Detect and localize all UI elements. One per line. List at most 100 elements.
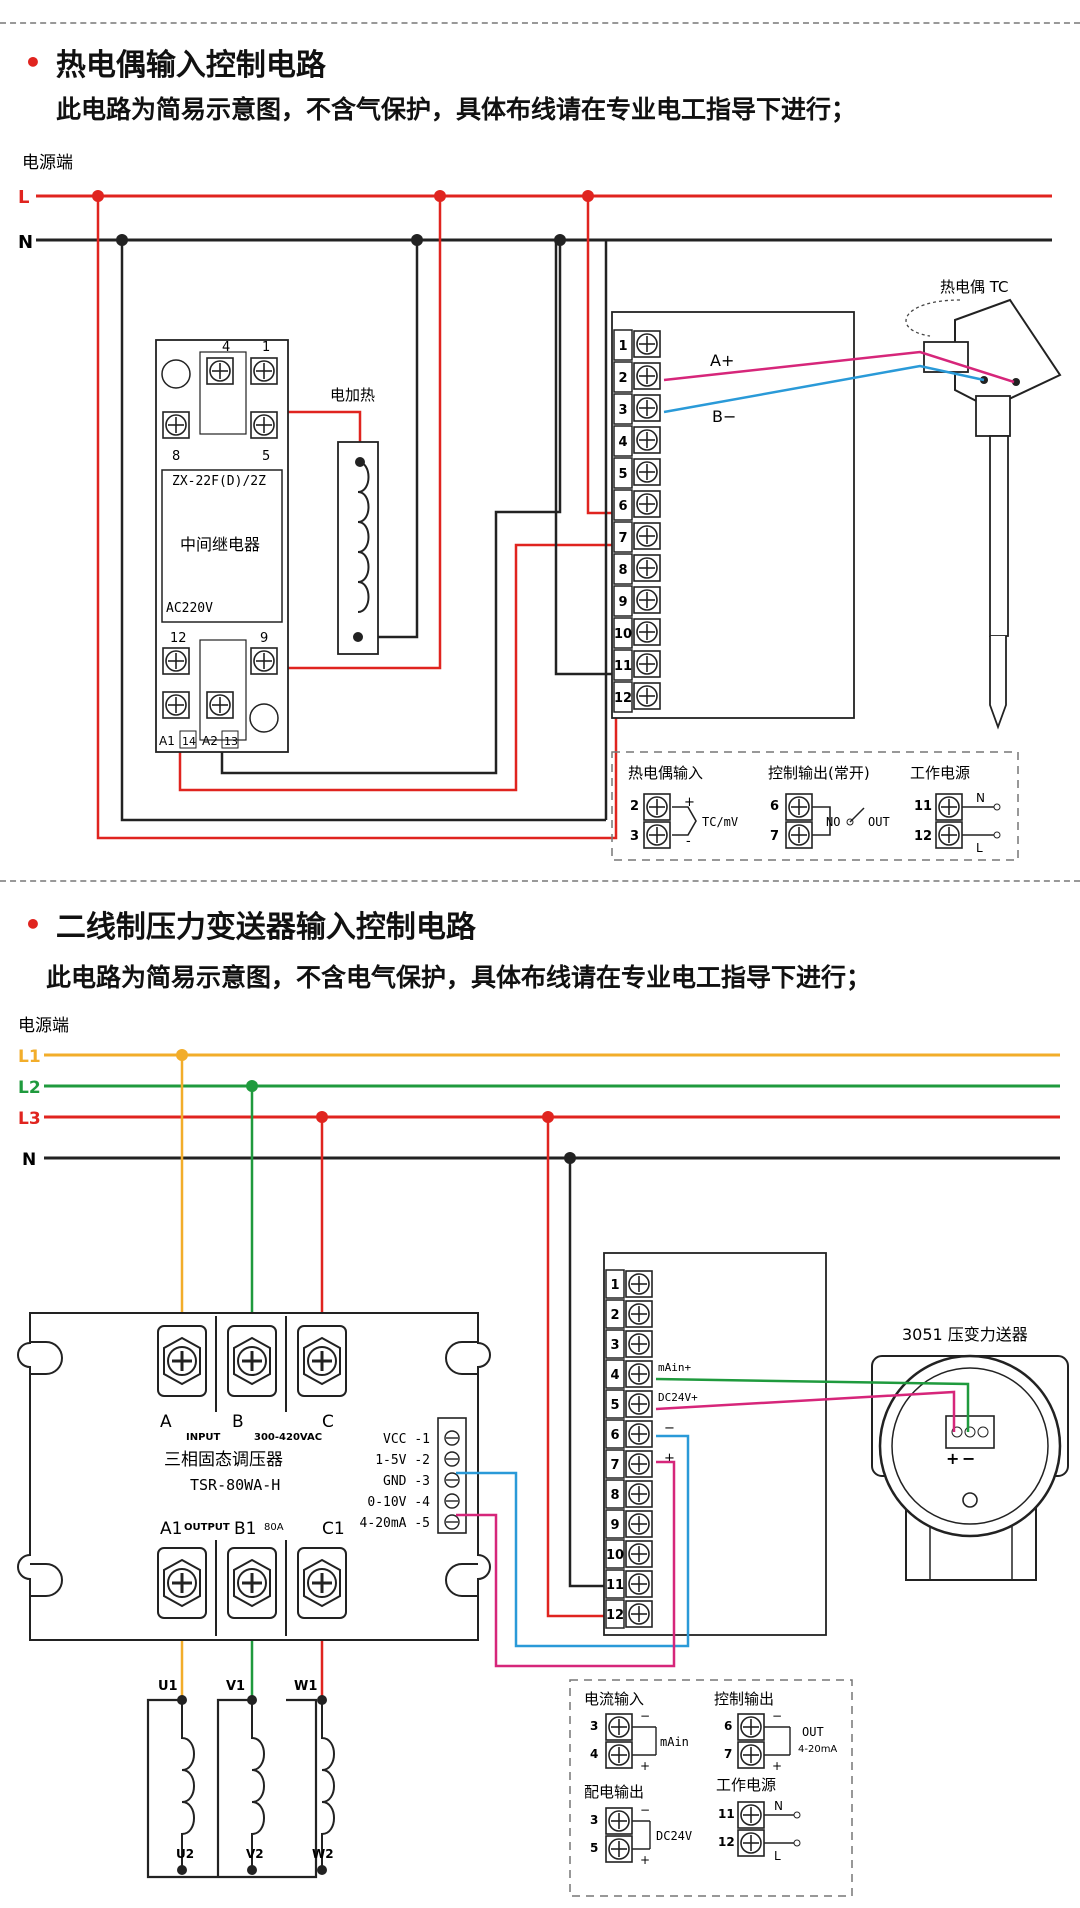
- terminal-screw-icon: [633, 522, 661, 550]
- terminal-number: 1: [618, 339, 627, 354]
- terminal-number: 4: [618, 435, 627, 450]
- load-coils: U1 V1 W1 U2 V2 W2: [146, 1679, 335, 1879]
- heater-label: 电加热: [330, 386, 375, 404]
- wire-b-label: B−: [712, 407, 736, 426]
- ssr-signal-label: VCC -1: [383, 1432, 430, 1447]
- legend2-plus-b: +: [772, 1759, 782, 1773]
- middle-divider: [0, 880, 1080, 882]
- terminal-number: 12: [614, 691, 632, 706]
- relay-pin-5: 5: [262, 449, 270, 464]
- legend-t11: 11: [914, 799, 932, 814]
- ssr: A B C INPUT 300-420VAC 三相固态调压器 TSR-80WA-…: [17, 1312, 491, 1641]
- legend2-current-input: 电流输入: [584, 1690, 644, 1708]
- ssr-name: 三相固态调压器: [164, 1450, 283, 1470]
- ssr-signal-label: 0-10V -4: [367, 1495, 430, 1510]
- relay-name: 中间继电器: [180, 535, 260, 554]
- terminal-box: [613, 681, 633, 713]
- thermocouple: 热电偶 TC: [905, 278, 1062, 730]
- terminal-number: 6: [610, 1428, 619, 1443]
- terminal-number: 1: [610, 1278, 619, 1293]
- terminal-box: [613, 521, 633, 553]
- terminal-screw-icon: [625, 1480, 653, 1508]
- terminal-screw-icon: [633, 490, 661, 518]
- legend2-t6: 6: [724, 1719, 732, 1733]
- load-u2: U2: [176, 1847, 194, 1861]
- terminal-box: [605, 1449, 625, 1479]
- signal-screw-icon: [444, 1451, 460, 1467]
- bullet-dot-icon: •: [24, 907, 42, 941]
- signal-screw-icon: [444, 1493, 460, 1509]
- junction-dots-2: [176, 1049, 576, 1164]
- section1-title-text: 热电偶输入控制电路: [55, 48, 326, 83]
- load-w2: W2: [312, 1847, 334, 1861]
- section1-title: • 热电偶输入控制电路: [24, 40, 326, 84]
- relay-pin-A2: A2: [202, 734, 218, 748]
- legend-2: 电流输入 控制输出 配电输出 工作电源 3 4 − + mAin 6 7 − +…: [569, 1679, 853, 1897]
- relay-model: ZX-22F(D)/2Z: [172, 474, 266, 489]
- terminal-number: 8: [610, 1488, 619, 1503]
- signal-screw-icon: [444, 1430, 460, 1446]
- relay-pin-4: 4: [222, 340, 230, 355]
- legend2-power: 工作电源: [716, 1776, 776, 1794]
- terminal-box: [613, 585, 633, 617]
- terminal-number: 3: [618, 403, 627, 418]
- terminal-screw-icon: [633, 426, 661, 454]
- terminal-box: [613, 553, 633, 585]
- legend2-t11: 11: [718, 1807, 735, 1821]
- terminal-box: [613, 361, 633, 393]
- terminal-number: 2: [610, 1308, 619, 1323]
- terminal-number: 6: [618, 499, 627, 514]
- legend-n: N: [976, 791, 985, 805]
- legend2-minus-a: −: [640, 1709, 650, 1723]
- legend2-out: OUT: [802, 1725, 824, 1739]
- terminal-box: [605, 1509, 625, 1539]
- feed-N-controller: [568, 1158, 618, 1588]
- terminal-screw-icon: [625, 1360, 653, 1388]
- terminal-screw-icon: [633, 650, 661, 678]
- terminal-number: 11: [606, 1578, 624, 1593]
- terminal-screw-icon: [625, 1390, 653, 1418]
- power-source-label-2: 电源端: [18, 1016, 69, 1036]
- relay-pin-8: 8: [172, 449, 180, 464]
- terminal-box: [605, 1269, 625, 1299]
- ssr-signal-label: 4-20mA -5: [360, 1516, 430, 1531]
- terminal-box: [605, 1329, 625, 1359]
- terminal-box: [605, 1539, 625, 1569]
- terminal-screw-icon: [625, 1270, 653, 1298]
- power-source-label: 电源端: [22, 153, 73, 173]
- legend-plus: +: [684, 795, 695, 810]
- wire-a: [663, 350, 1015, 384]
- terminal-box: [605, 1599, 625, 1629]
- terminal-screw-icon: [625, 1420, 653, 1448]
- ssr-input: INPUT: [186, 1432, 221, 1443]
- legend2-t7: 7: [724, 1747, 732, 1761]
- load-w1: W1: [294, 1679, 317, 1694]
- terminal-number: 12: [606, 1608, 624, 1623]
- terminal-box: [613, 457, 633, 489]
- legend2-t12: 12: [718, 1835, 735, 1849]
- terminal-number: 9: [618, 595, 627, 610]
- terminal-number: 11: [614, 659, 632, 674]
- terminal-screw-icon: [633, 458, 661, 486]
- line-L-label: L: [18, 187, 29, 208]
- junction-dots-L: [92, 190, 594, 202]
- ssr-a: A: [160, 1412, 172, 1432]
- legend2-n: N: [774, 1799, 783, 1813]
- legend-out: OUT: [868, 815, 890, 829]
- terminal-screw-icon: [633, 682, 661, 710]
- terminal-box: [613, 393, 633, 425]
- legend-tc-unit: TC/mV: [702, 815, 738, 829]
- legend2-mAin: mAin: [660, 1735, 689, 1749]
- legend2-plus-c: +: [640, 1853, 650, 1867]
- line-N-label-2: N: [22, 1150, 36, 1170]
- terminal-screw-icon: [633, 330, 661, 358]
- legend2-dc24: DC24V: [656, 1829, 692, 1843]
- terminal-screw-icon: [625, 1330, 653, 1358]
- terminal-number: 7: [618, 531, 627, 546]
- signal-screw-icon: [444, 1472, 460, 1488]
- line-L3-label: L3: [18, 1109, 41, 1129]
- line-L1-label: L1: [18, 1047, 41, 1067]
- legend-t12: 12: [914, 829, 932, 844]
- thermocouple-label: 热电偶 TC: [940, 278, 1009, 296]
